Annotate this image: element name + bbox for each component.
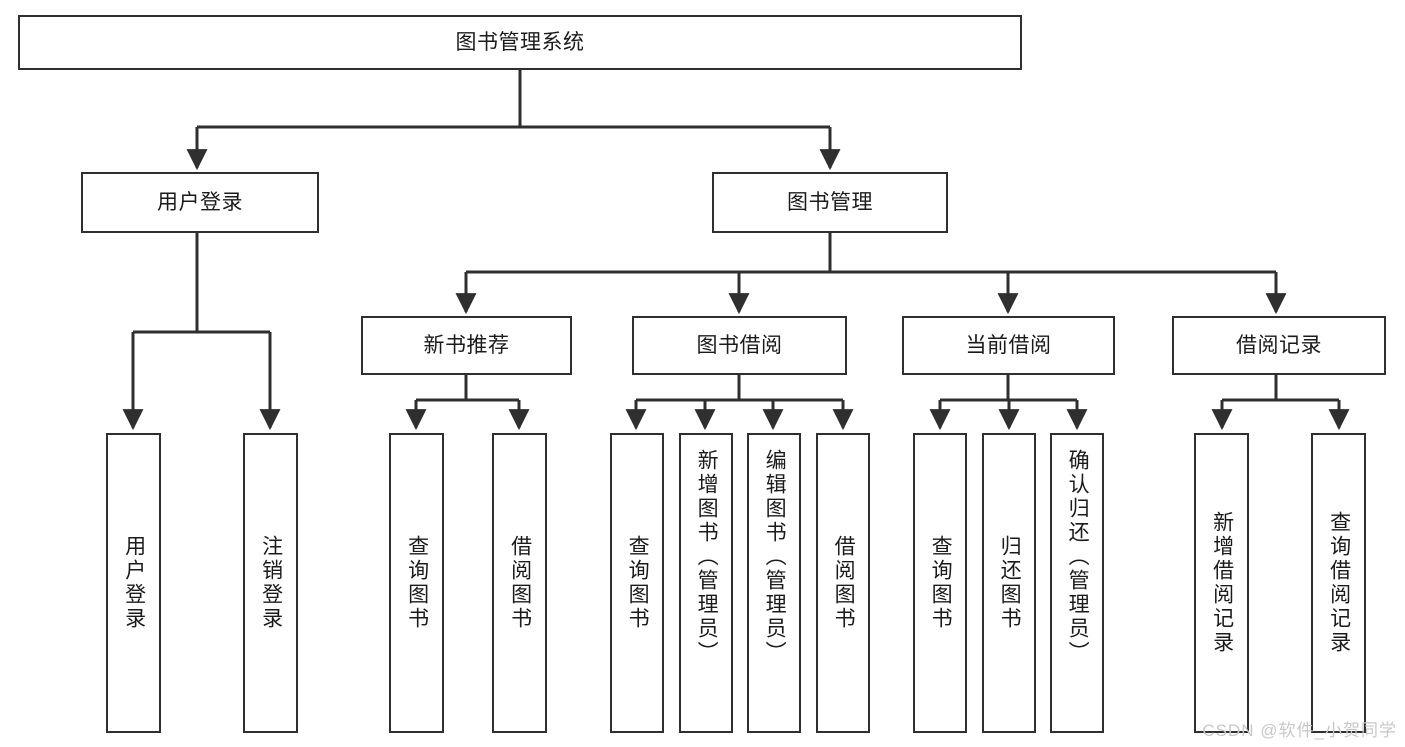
node-leaf-add-record[interactable]: 新增借阅记录 bbox=[1194, 433, 1249, 733]
node-leaf-query-record[interactable]: 查询借阅记录 bbox=[1311, 433, 1366, 733]
node-leaf-query-book-1-label: 查询图书 bbox=[405, 535, 429, 631]
node-leaf-return-book-label: 归还图书 bbox=[998, 535, 1022, 631]
node-current-borrow[interactable]: 当前借阅 bbox=[902, 316, 1115, 375]
node-book-borrow[interactable]: 图书借阅 bbox=[632, 316, 847, 375]
node-root[interactable]: 图书管理系统 bbox=[18, 15, 1022, 70]
node-leaf-edit-book-label: 编辑图书（管理员） bbox=[763, 449, 787, 665]
node-borrow-record-label: 借阅记录 bbox=[1236, 333, 1322, 357]
node-user-login-label: 用户登录 bbox=[157, 190, 243, 214]
node-leaf-user-login[interactable]: 用户登录 bbox=[106, 433, 161, 733]
node-leaf-confirm-return[interactable]: 确认归还（管理员） bbox=[1050, 433, 1104, 733]
node-leaf-add-book[interactable]: 新增图书（管理员） bbox=[679, 433, 733, 733]
node-leaf-user-login-label: 用户登录 bbox=[122, 535, 146, 631]
node-leaf-edit-book[interactable]: 编辑图书（管理员） bbox=[747, 433, 801, 733]
node-new-book-recommend-label: 新书推荐 bbox=[423, 333, 510, 357]
watermark: CSDN @软件_小贺同学 bbox=[1202, 721, 1397, 740]
node-new-book-recommend[interactable]: 新书推荐 bbox=[361, 316, 572, 375]
node-leaf-query-book-3-label: 查询图书 bbox=[929, 535, 953, 631]
node-book-borrow-label: 图书借阅 bbox=[696, 333, 783, 357]
node-leaf-logout-label: 注销登录 bbox=[259, 535, 283, 631]
node-book-manage[interactable]: 图书管理 bbox=[712, 172, 948, 233]
node-leaf-query-book-2-label: 查询图书 bbox=[626, 535, 650, 631]
node-current-borrow-label: 当前借阅 bbox=[965, 333, 1052, 357]
node-leaf-logout[interactable]: 注销登录 bbox=[243, 433, 298, 733]
node-leaf-borrow-book-1[interactable]: 借阅图书 bbox=[492, 433, 547, 733]
node-book-manage-label: 图书管理 bbox=[787, 190, 873, 214]
node-leaf-add-book-label: 新增图书（管理员） bbox=[695, 449, 719, 665]
node-borrow-record[interactable]: 借阅记录 bbox=[1172, 316, 1386, 375]
node-leaf-return-book[interactable]: 归还图书 bbox=[982, 433, 1036, 733]
node-leaf-add-record-label: 新增借阅记录 bbox=[1210, 511, 1234, 655]
node-leaf-confirm-return-label: 确认归还（管理员） bbox=[1066, 449, 1090, 665]
node-leaf-query-book-3[interactable]: 查询图书 bbox=[913, 433, 967, 733]
node-leaf-query-book-1[interactable]: 查询图书 bbox=[389, 433, 444, 733]
node-leaf-borrow-book-1-label: 借阅图书 bbox=[508, 535, 532, 631]
node-root-label: 图书管理系统 bbox=[455, 30, 585, 54]
node-leaf-borrow-book-2[interactable]: 借阅图书 bbox=[816, 433, 870, 733]
node-leaf-query-book-2[interactable]: 查询图书 bbox=[610, 433, 664, 733]
node-user-login[interactable]: 用户登录 bbox=[81, 172, 319, 233]
node-leaf-query-record-label: 查询借阅记录 bbox=[1327, 511, 1351, 655]
node-leaf-borrow-book-2-label: 借阅图书 bbox=[832, 535, 856, 631]
